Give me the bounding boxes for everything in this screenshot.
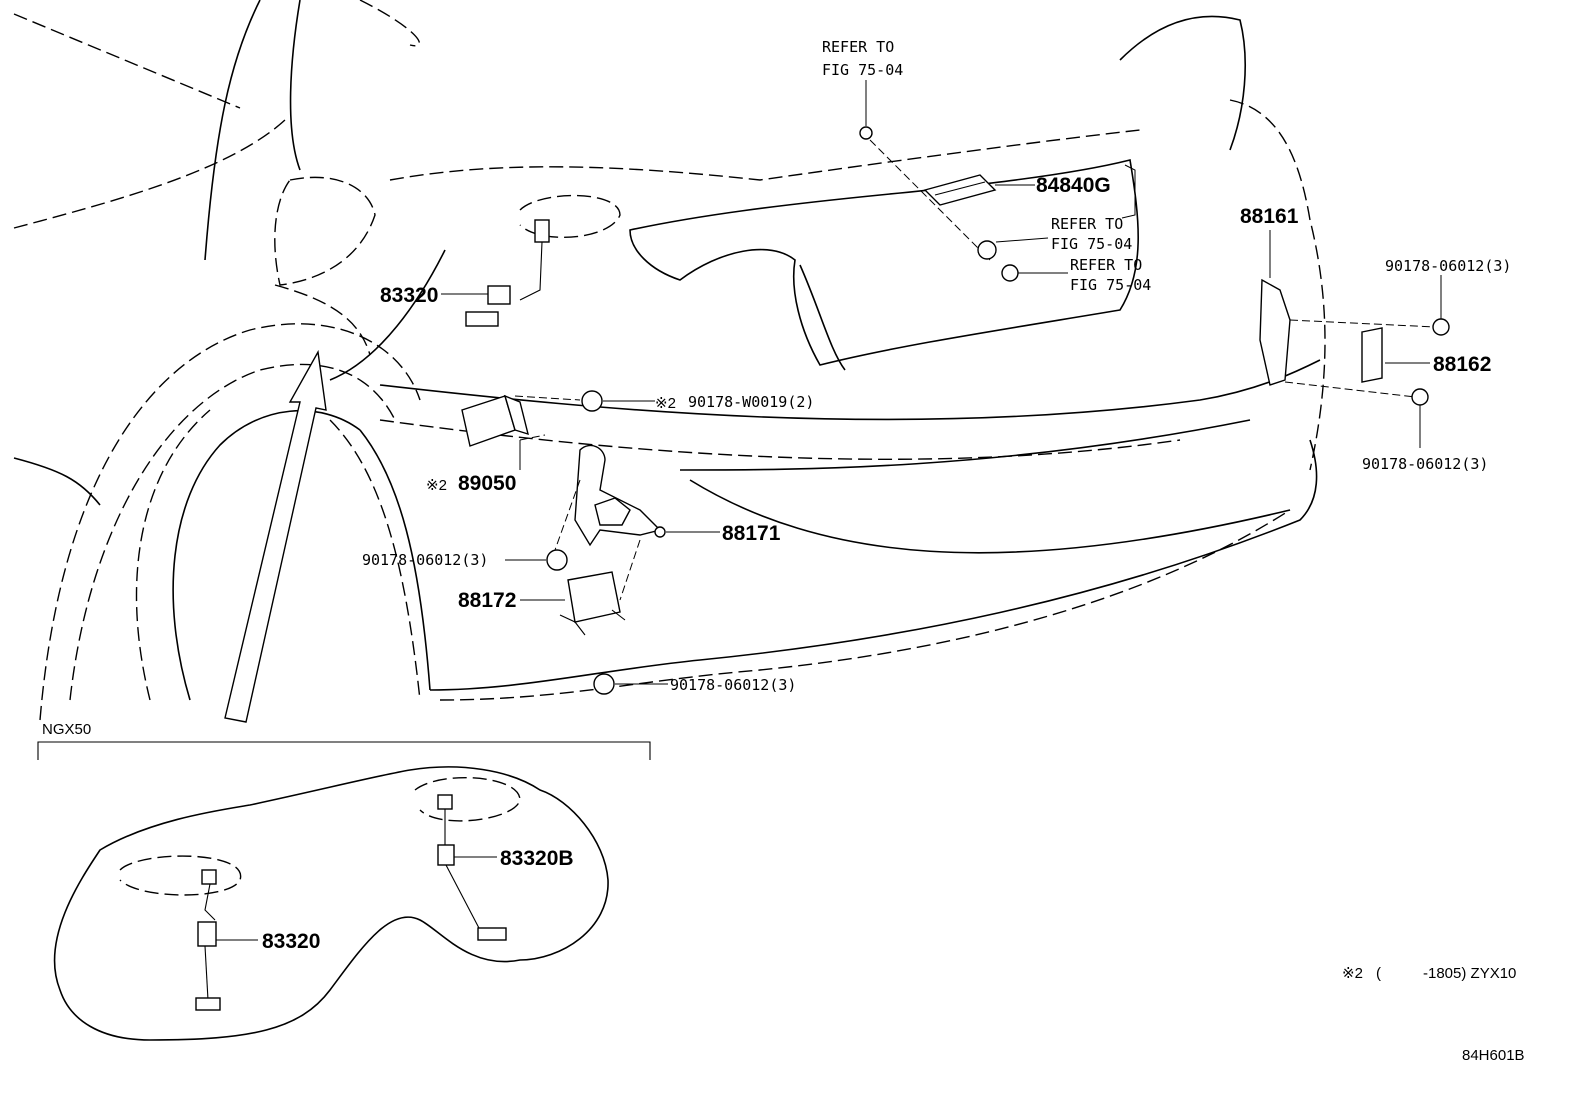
grommet-90178-W0019 [581,390,655,412]
refer-note-2-line1: REFER TO [1051,215,1123,233]
label-88171: 88171 [722,522,781,545]
inset-fuel-tank [53,766,609,1041]
vehicle-body-outline [13,0,1326,721]
sensor-88162 [1361,275,1450,448]
bolt-90178-06012-a [505,549,568,571]
fuel-sender-gauge [441,194,621,327]
footnote-text: -1805) ZYX10 [1423,965,1516,982]
label-84840G: 84840G [1036,174,1111,197]
label-90178-06012-d: 90178-06012(3) [670,676,796,694]
label-89050: 89050 [458,472,516,495]
footnote-open-paren: ( [1376,965,1381,982]
refer-note-1-line1: REFER TO [822,38,894,56]
inset-frame [37,741,651,760]
note-mark-89050: ※2 [426,477,447,494]
inset-label-83320B: 83320B [500,847,574,870]
inset-label-83320: 83320 [262,930,320,953]
bracket-88171 [554,444,720,601]
refer-note-2-line2: FIG 75-04 [1051,235,1132,253]
footnote-mark: ※2 [1342,965,1363,982]
switch-84840G [859,80,1136,282]
label-88162: 88162 [1433,353,1491,376]
label-90178-06012-b: 90178-06012(3) [1385,257,1511,275]
labels: REFER TO FIG 75-04 84840G REFER TO FIG 7… [42,38,1525,1064]
label-88161: 88161 [1240,205,1299,228]
note-mark-90178-W0019: ※2 [655,395,676,412]
refer-note-3-line1: REFER TO [1070,256,1142,274]
module-89050 [461,394,581,470]
direction-arrow [224,349,327,723]
refer-note-1-line2: FIG 75-04 [822,61,903,79]
bolt-90178-06012-d [593,673,668,695]
bracket-88161 [1259,230,1436,398]
label-83320: 83320 [380,284,438,307]
sensor-88172 [520,571,626,636]
label-90178-06012-a: 90178-06012(3) [362,551,488,569]
inset-title: NGX50 [42,721,91,738]
refer-note-3-line2: FIG 75-04 [1070,276,1151,294]
figure-code: 84H601B [1462,1047,1525,1064]
label-90178-06012-c: 90178-06012(3) [1362,455,1488,473]
label-90178-W0019: 90178-W0019(2) [688,393,814,411]
label-88172: 88172 [458,589,516,612]
